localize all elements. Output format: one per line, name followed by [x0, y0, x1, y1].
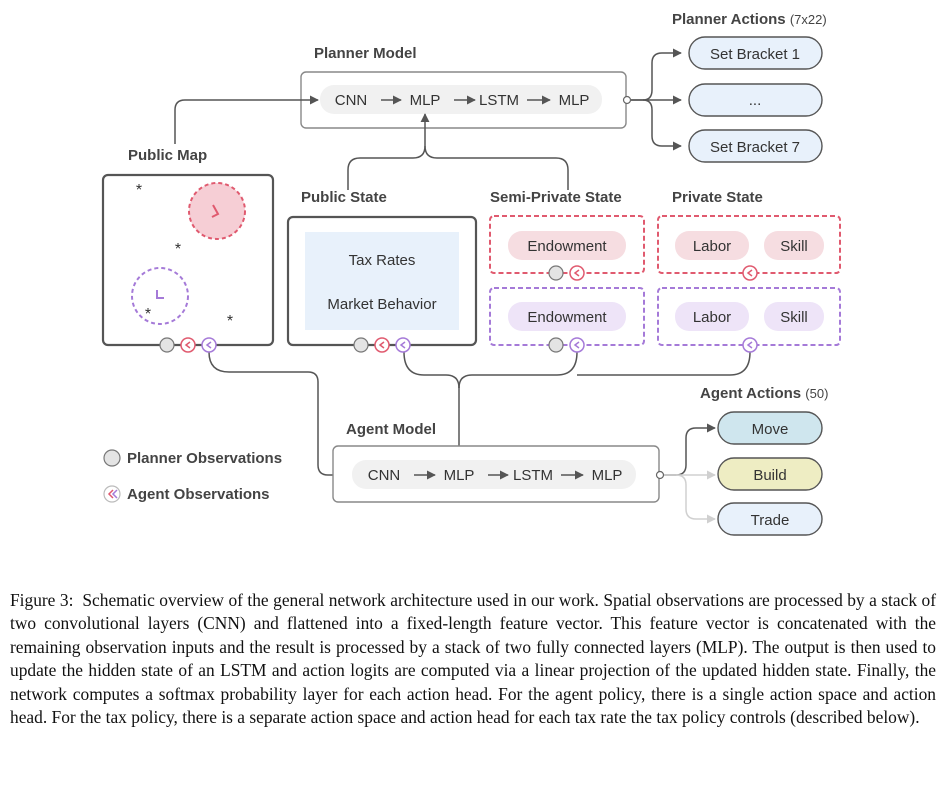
- planner-layer-lstm: LSTM: [479, 92, 519, 109]
- set-bracket-1-button: [688, 36, 823, 70]
- public-map-title: Public Map: [128, 147, 207, 164]
- agent-layer-cnn: CNN: [368, 467, 401, 484]
- planner-pointer-icon: [569, 265, 585, 281]
- move-action-button: [717, 411, 823, 445]
- set-bracket-ellipsis-button: [688, 83, 823, 117]
- agent-observations-legend-label: Agent Observations: [127, 486, 270, 503]
- skill-planner-pill: [764, 231, 824, 260]
- planner-agent-icon: [211, 204, 220, 218]
- planner-observation-icon: [548, 265, 564, 281]
- planner-observation-icon: [159, 337, 175, 353]
- agent-icon: [156, 290, 164, 299]
- figure-label: Figure 3:: [10, 590, 74, 610]
- public-map-box: [101, 173, 275, 347]
- set-bracket-7-button: [688, 129, 823, 163]
- planner-pointer-icon: [180, 337, 196, 353]
- planner-observations-legend-label: Planner Observations: [127, 450, 282, 467]
- resource-marker-icon: *: [136, 182, 142, 199]
- labor-planner-label: Labor: [693, 238, 731, 255]
- figure-caption: Figure 3: Schematic overview of the gene…: [10, 589, 936, 729]
- public-state-observation-markers: [353, 337, 411, 353]
- public-map-to-planner-connector: [174, 95, 319, 144]
- agent-to-move-connector: [664, 423, 716, 476]
- set-bracket-ellipsis-label: ...: [749, 92, 762, 109]
- planner-model-title: Planner Model: [314, 45, 417, 62]
- agent-actions-title: Agent Actions (50): [700, 385, 828, 402]
- agent-output-port: [655, 470, 665, 480]
- set-bracket-1-label: Set Bracket 1: [710, 46, 800, 63]
- agent-observation-icon: [569, 337, 585, 353]
- private-planner-observation-markers: [742, 265, 758, 281]
- move-action-label: Move: [752, 421, 789, 438]
- planner-observation-icon: [548, 337, 564, 353]
- build-action-label: Build: [753, 467, 786, 484]
- public-state-to-planner-connector: [347, 113, 430, 190]
- planner-layer-cnn: CNN: [335, 92, 368, 109]
- endowment-agent-pill: [508, 302, 626, 331]
- planner-to-bracket-7-connector: [642, 99, 682, 151]
- agent-model-title: Agent Model: [346, 421, 436, 438]
- agent-layer-lstm: LSTM: [513, 467, 553, 484]
- agent-observation-icon: [201, 337, 217, 353]
- private-agent-observation-markers: [742, 337, 758, 353]
- resource-marker-icon: *: [227, 313, 233, 330]
- build-action-button: [717, 457, 823, 491]
- labor-planner-pill: [675, 231, 749, 260]
- endowment-planner-label: Endowment: [527, 238, 607, 255]
- figure-caption-text: Schematic overview of the general networ…: [10, 590, 936, 728]
- labor-agent-label: Labor: [693, 309, 731, 326]
- planner-layer-mlp-2: MLP: [559, 92, 590, 109]
- public-state-title: Public State: [301, 189, 387, 206]
- planner-to-bracket-1-connector: [631, 48, 682, 101]
- semi-private-state-title: Semi-Private State: [490, 189, 622, 206]
- public-map-observation-markers: [159, 337, 217, 353]
- private-to-agent-connector: [577, 351, 751, 376]
- planner-layer-mlp-1: MLP: [410, 92, 441, 109]
- planner-pointer-icon: [374, 337, 390, 353]
- agent-to-trade-connector: [675, 474, 716, 524]
- agent-layer-mlp-2: MLP: [592, 467, 623, 484]
- public-state-panel: [305, 232, 459, 330]
- architecture-diagram: Planner Model CNN MLP LSTM MLP Planner A…: [101, 11, 841, 536]
- semi-private-to-agent-connector: [458, 351, 578, 389]
- agent-layer-mlp-1: MLP: [444, 467, 475, 484]
- set-bracket-7-label: Set Bracket 7: [710, 139, 800, 156]
- agent-observation-icon: [742, 337, 758, 353]
- endowment-planner-pill: [508, 231, 626, 260]
- planner-output-port: [622, 95, 632, 105]
- trade-action-label: Trade: [751, 512, 790, 529]
- market-behavior-label: Market Behavior: [327, 296, 436, 313]
- tax-rates-label: Tax Rates: [349, 252, 416, 269]
- labor-agent-pill: [675, 302, 749, 331]
- planner-observation-legend-icon: [103, 449, 121, 467]
- semi-private-agent-observation-markers: [548, 337, 585, 353]
- private-state-title: Private State: [672, 189, 763, 206]
- resource-marker-icon: *: [145, 306, 151, 323]
- trade-action-button: [717, 502, 823, 536]
- endowment-agent-label: Endowment: [527, 309, 607, 326]
- skill-planner-label: Skill: [780, 238, 808, 255]
- semi-private-planner-observation-markers: [548, 265, 585, 281]
- planner-observation-icon: [353, 337, 369, 353]
- agent-view-circle: [131, 267, 189, 325]
- planner-pointer-icon: [742, 265, 758, 281]
- skill-agent-pill: [764, 302, 824, 331]
- agent-observation-icon: [395, 337, 411, 353]
- public-map-to-agent-connector: [208, 351, 357, 480]
- planner-actions-title: Planner Actions (7x22): [672, 11, 827, 28]
- public-state-to-agent-connector: [403, 351, 460, 389]
- skill-agent-label: Skill: [780, 309, 808, 326]
- resource-marker-icon: *: [175, 241, 181, 258]
- semi-private-to-planner-connector: [424, 145, 569, 190]
- legend: Planner Observations Agent Observations: [103, 449, 282, 503]
